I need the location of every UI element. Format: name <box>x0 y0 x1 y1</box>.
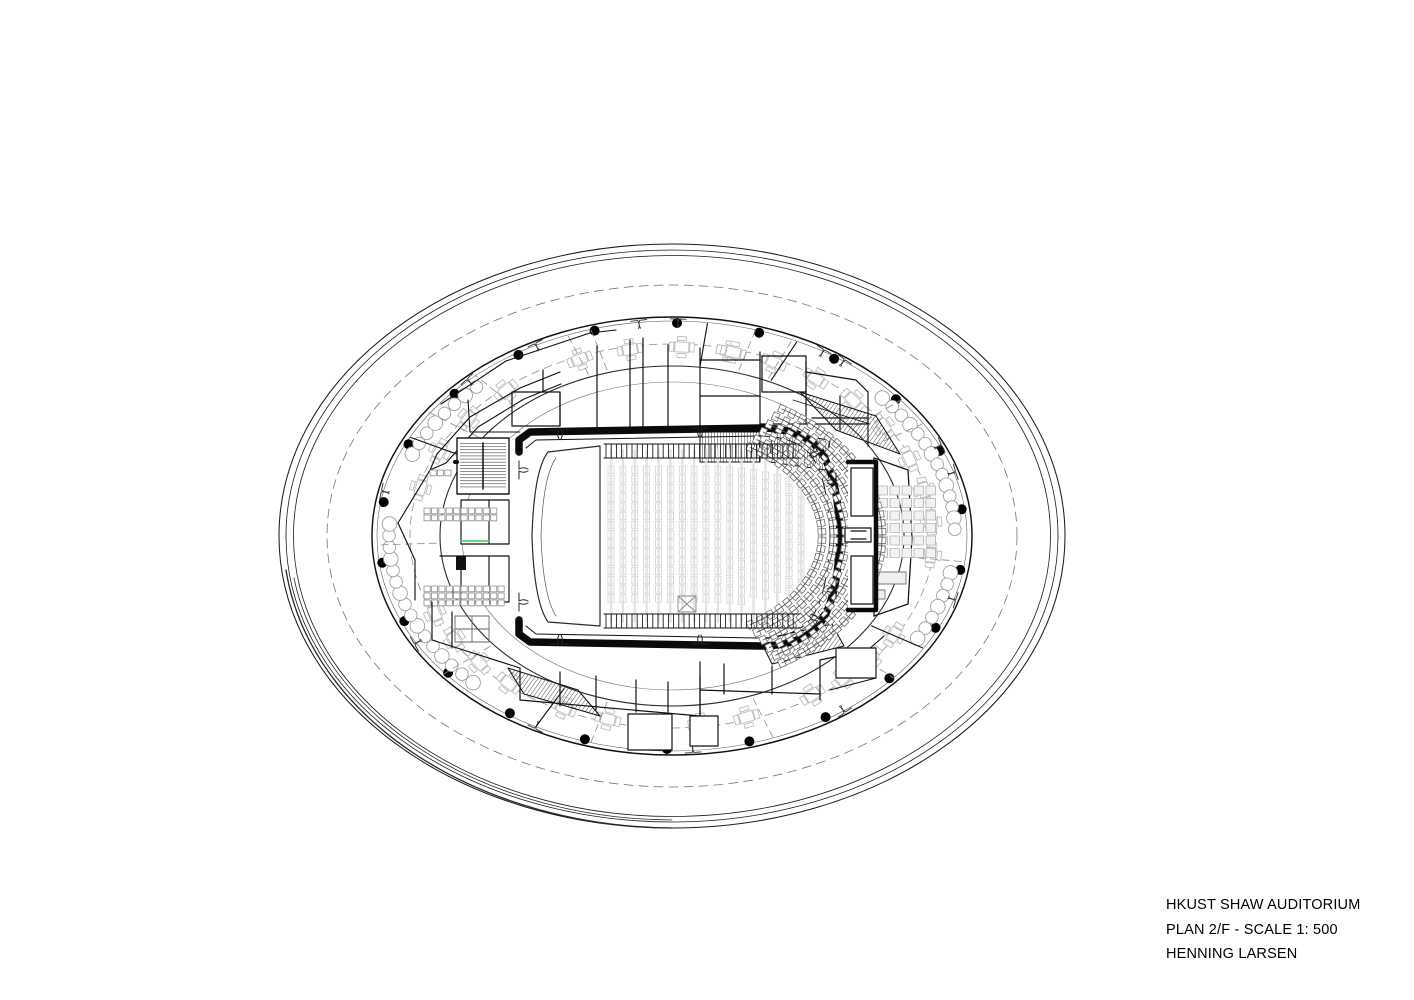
control-booth-detail <box>844 467 874 605</box>
stage-void-outline <box>540 457 557 617</box>
rooms-lower-left <box>414 559 521 669</box>
foyer-seating-left <box>423 469 505 607</box>
dashed-setback-ring <box>326 284 1018 788</box>
sheet-caption-block: HKUST SHAW AUDITORIUM PLAN 2/F - SCALE 1… <box>1166 893 1360 967</box>
roof-underside-sweep <box>285 569 673 829</box>
auditorium-door-swings <box>518 427 837 645</box>
room-right-counter <box>875 571 907 600</box>
room-upper-left-lounge <box>440 329 617 433</box>
stair-core-left <box>453 437 510 495</box>
balcony-seating-arcs <box>745 403 887 669</box>
rooms-top <box>511 337 807 431</box>
planter-circles <box>381 380 962 691</box>
caption-architect: HENNING LARSEN <box>1166 946 1298 962</box>
ramp-lower-left <box>507 667 601 717</box>
rooms-bottom <box>519 659 821 751</box>
hall-floor-marker <box>677 595 697 613</box>
caption-project: HKUST SHAW AUDITORIUM <box>1166 897 1361 913</box>
terrace-paving-joints <box>375 323 967 744</box>
stalls-seating-below <box>607 448 805 624</box>
ramp-upper-right <box>792 391 901 455</box>
facade-perimeter <box>371 316 973 756</box>
aisle-rail-ticks <box>605 443 794 629</box>
rooms-bottom-right <box>819 635 885 691</box>
stage-void <box>531 445 601 627</box>
caption-sheet-title: PLAN 2/F - SCALE 1: 500 <box>1166 921 1338 938</box>
